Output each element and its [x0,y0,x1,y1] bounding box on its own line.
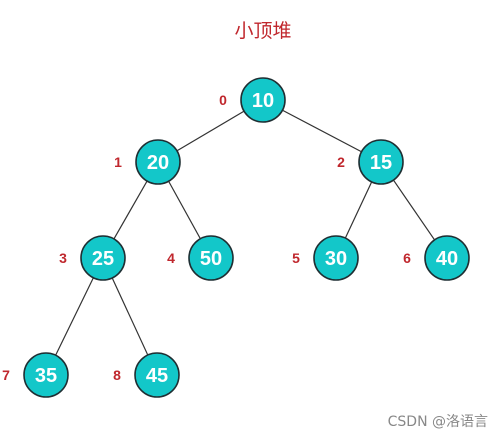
diagram-title: 小顶堆 [234,20,291,42]
heap-node-2: 15 2 [337,139,404,185]
node-circle [23,352,69,398]
heap-node-0: 10 0 [219,77,286,123]
heap-node-5: 30 5 [292,235,359,281]
node-value: 15 [370,152,392,174]
node-circle [424,235,470,281]
csdn-watermark: CSDN @洛语言 [388,414,488,430]
node-circle [135,139,181,185]
node-index-label: 5 [292,250,300,266]
node-circle [80,235,126,281]
heap-node-7: 35 7 [2,352,69,398]
node-value: 10 [252,90,274,112]
node-index-label: 1 [114,154,122,170]
node-value: 35 [35,365,57,387]
node-index-label: 2 [337,154,345,170]
heap-node-3: 25 3 [59,235,126,281]
heap-node-6: 40 6 [403,235,470,281]
node-value: 50 [200,248,222,270]
node-value: 30 [325,248,347,270]
node-circle [188,235,234,281]
node-layer: 10 0 20 1 15 2 25 3 50 4 30 5 40 6 35 7 45 8 [2,77,470,398]
node-index-label: 7 [2,367,10,383]
node-value: 25 [92,248,114,270]
node-circle [240,77,286,123]
node-circle [313,235,359,281]
heap-node-1: 20 1 [114,139,181,185]
heap-node-8: 45 8 [113,352,180,398]
node-index-label: 8 [113,367,121,383]
node-index-label: 0 [219,92,227,108]
node-circle [134,352,180,398]
node-index-label: 3 [59,250,67,266]
node-index-label: 4 [167,250,175,266]
node-index-label: 6 [403,250,411,266]
node-value: 40 [436,248,458,270]
node-circle [358,139,404,185]
node-value: 20 [147,152,169,174]
heap-node-4: 50 4 [167,235,234,281]
node-value: 45 [146,365,168,387]
